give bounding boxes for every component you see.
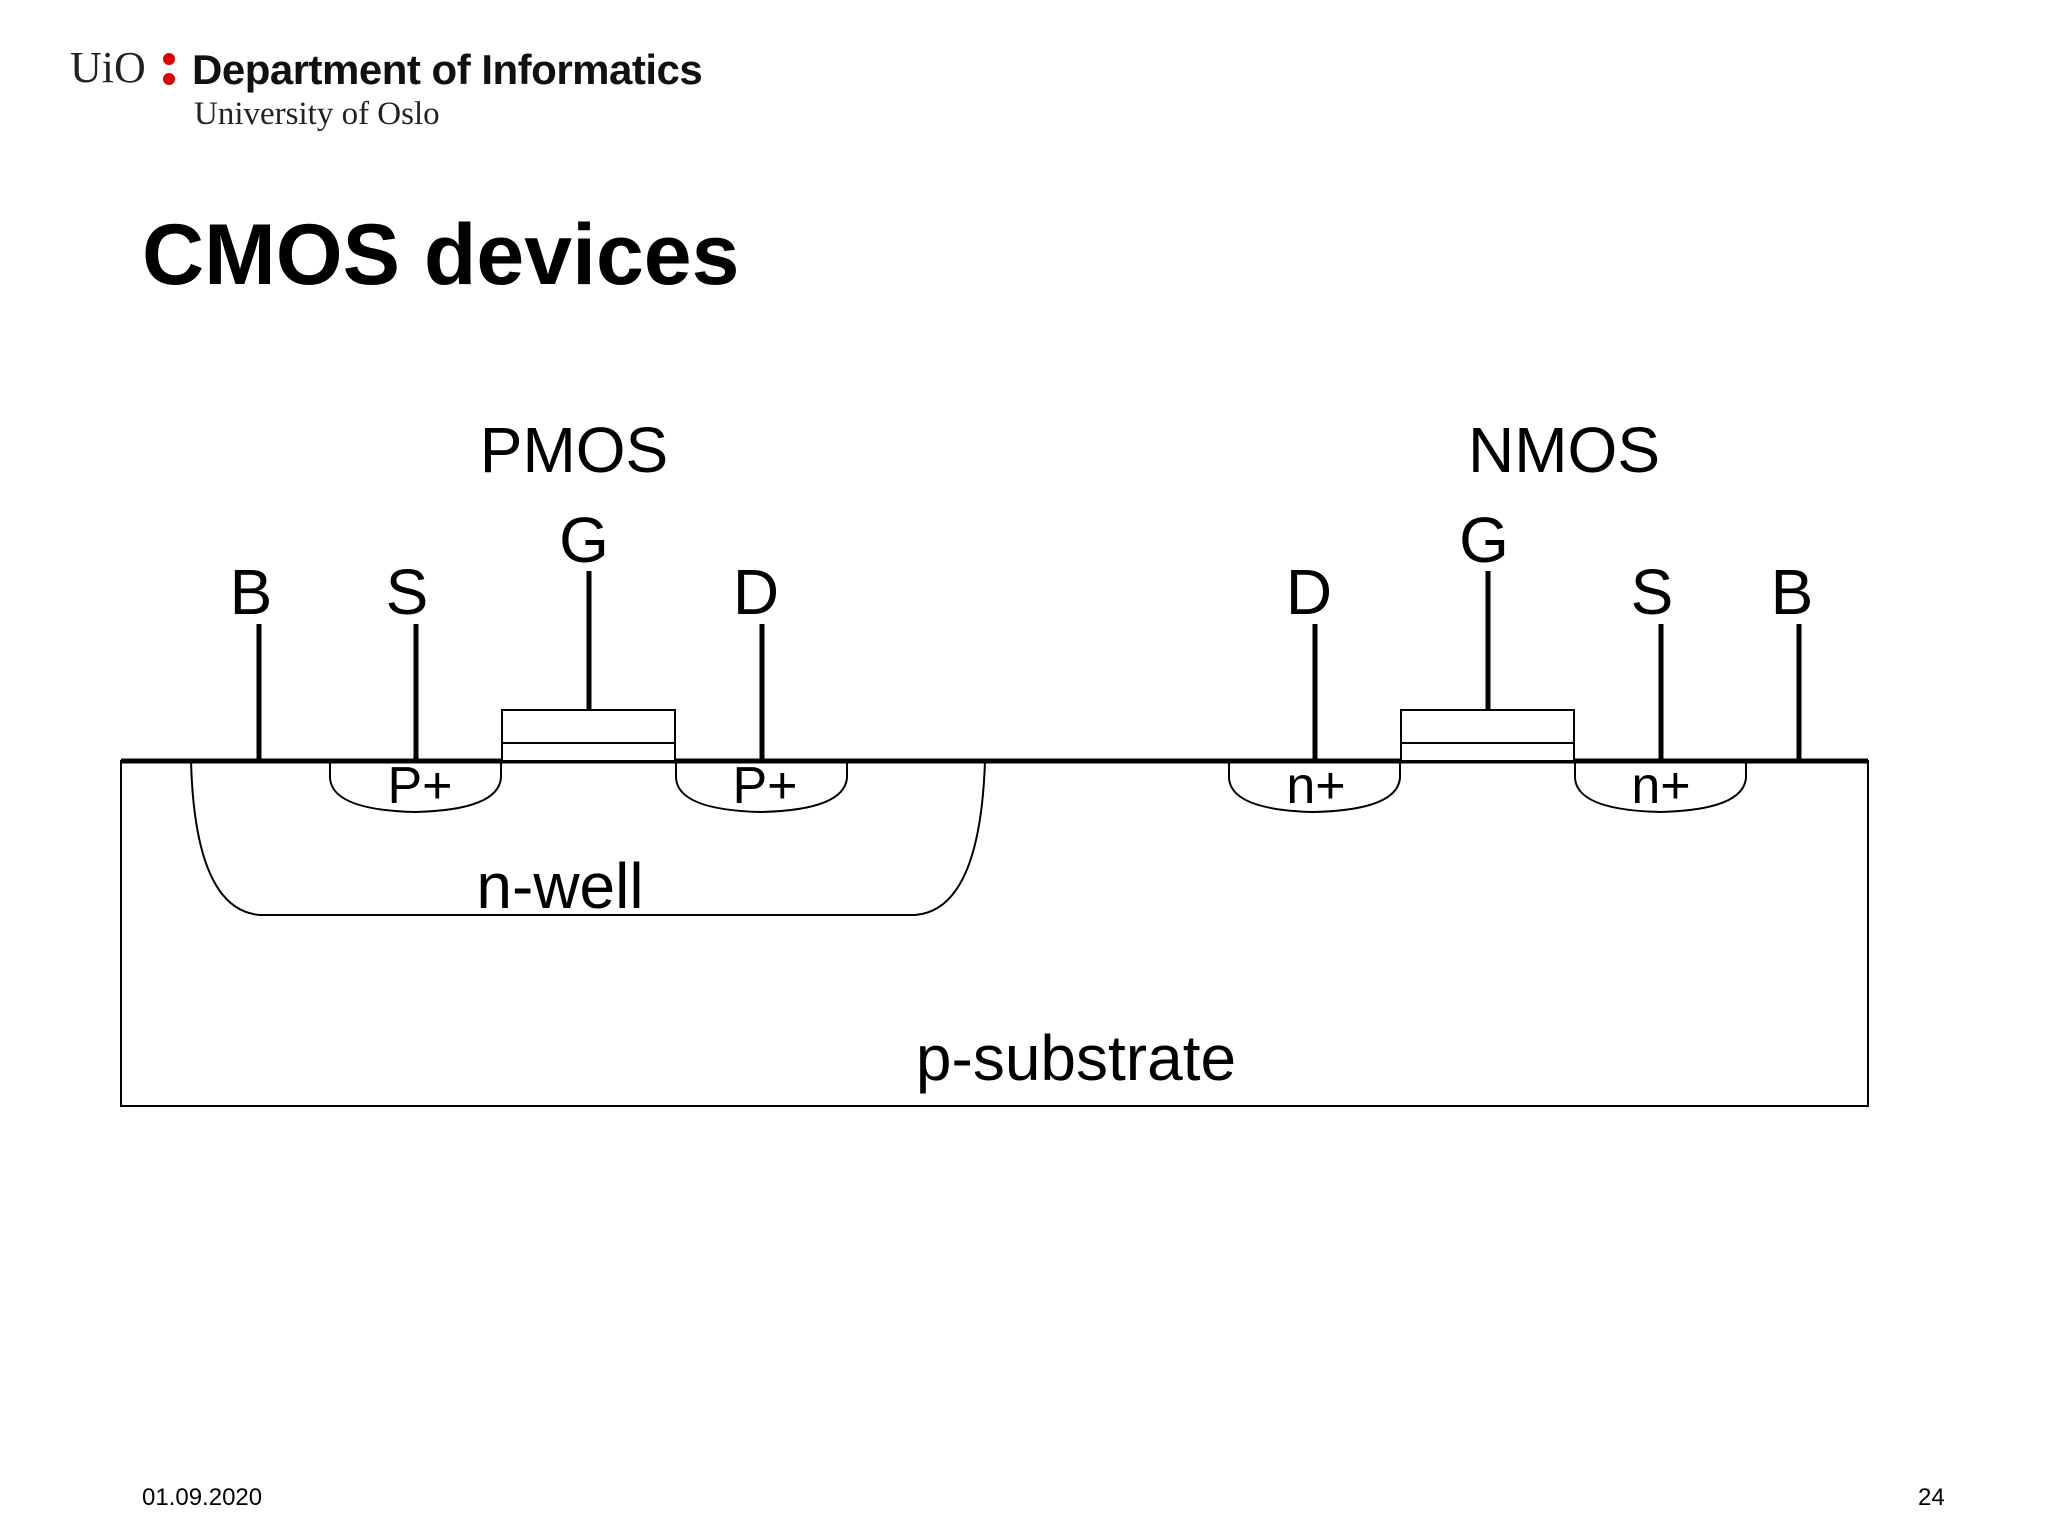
nmos-drain-diffusion-label: n+ xyxy=(1286,757,1345,815)
nmos-gate-stack xyxy=(1400,709,1575,762)
slide-title: CMOS devices xyxy=(142,207,740,303)
pmos-gate-stack xyxy=(501,709,676,762)
footer-date: 01.09.2020 xyxy=(142,1484,263,1511)
nmos-terminal-b-label: B xyxy=(1771,556,1814,628)
nmos-drain-diffusion xyxy=(1228,763,1401,814)
pmos-terminal-s-label: S xyxy=(386,556,429,628)
pmos-terminal-g-label: G xyxy=(559,504,609,576)
nmos-source-diffusion-label: n+ xyxy=(1631,757,1690,815)
uio-logo-text: UiO xyxy=(70,43,146,92)
n-well-label: n-well xyxy=(476,850,643,922)
department-name: Department of Informatics xyxy=(192,46,703,93)
pmos-drain-diffusion-label: P+ xyxy=(732,757,797,815)
nmos-terminal-g-label: G xyxy=(1459,504,1509,576)
pmos-terminal-d-label: D xyxy=(733,556,779,628)
n-well-region xyxy=(190,760,986,916)
nmos-source-diffusion xyxy=(1574,763,1747,814)
pmos-source-diffusion xyxy=(329,763,502,814)
nmos-terminal-d-label: D xyxy=(1286,556,1332,628)
pmos-source-diffusion-label: P+ xyxy=(387,757,452,815)
university-name: University of Oslo xyxy=(194,96,440,132)
nmos-label: NMOS xyxy=(1468,414,1660,486)
p-substrate-label: p-substrate xyxy=(916,1022,1236,1094)
pmos-terminal-b-label: B xyxy=(230,556,273,628)
uio-header: UiO Department of Informatics University… xyxy=(70,42,790,142)
pmos-drain-diffusion xyxy=(675,763,848,814)
pmos-label: PMOS xyxy=(480,414,668,486)
uio-logo-dots-icon xyxy=(163,53,175,85)
page-number: 24 xyxy=(1918,1484,1945,1511)
nmos-terminal-s-label: S xyxy=(1631,556,1674,628)
